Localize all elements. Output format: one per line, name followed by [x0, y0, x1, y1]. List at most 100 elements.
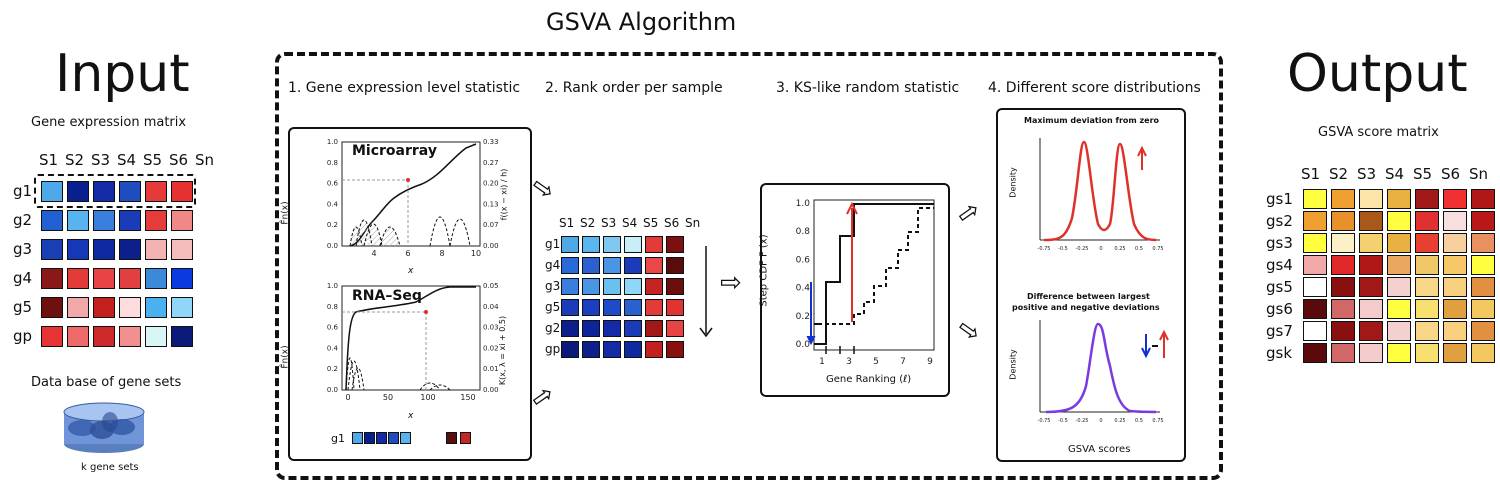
- matrix-cell: [582, 341, 600, 358]
- tick-label: 0.4: [327, 344, 339, 352]
- matrix-cell: [1359, 189, 1383, 209]
- g1-row-label: g1: [331, 432, 345, 445]
- tick-label: 7: [900, 357, 906, 367]
- tick-label: -0.5: [1058, 246, 1068, 252]
- tick-label: 0.75: [1152, 418, 1163, 424]
- matrix-cell: [41, 239, 63, 260]
- matrix-cell: [561, 320, 579, 337]
- tick-label: -0.25: [1076, 246, 1089, 252]
- matrix-cell: [582, 236, 600, 253]
- column-label: S2: [1329, 165, 1349, 183]
- tick-label: 0.05: [483, 282, 499, 290]
- tick-label: 0: [1099, 246, 1102, 252]
- microarray-x-label: x: [408, 266, 414, 276]
- tick-label: 100: [420, 393, 435, 402]
- density-label-top: Density: [1008, 167, 1018, 198]
- tick-label: 0.2: [327, 221, 338, 229]
- difference-title-line1: Difference between largest: [1027, 292, 1150, 301]
- tick-label: 0.13: [483, 200, 499, 208]
- tick-label: 0.01: [483, 365, 499, 373]
- matrix-cell: [1331, 211, 1355, 231]
- matrix-cell: [1471, 255, 1495, 275]
- matrix-cell: [603, 320, 621, 337]
- matrix-cell: [93, 210, 115, 231]
- tick-label: -0.75: [1038, 418, 1051, 424]
- ks-x-label: Gene Ranking (ℓ): [826, 374, 912, 385]
- matrix-cell: [561, 299, 579, 316]
- matrix-cell: [1443, 321, 1467, 341]
- matrix-cell: [67, 181, 89, 202]
- matrix-cell: [603, 236, 621, 253]
- max-deviation-title: Maximum deviation from zero: [1024, 116, 1160, 125]
- matrix-cell: [624, 236, 642, 253]
- matrix-cell: [119, 326, 141, 347]
- matrix-cell: [1443, 277, 1467, 297]
- tick-label: 6: [405, 249, 410, 258]
- column-label: S4: [1385, 165, 1405, 183]
- matrix-cell: [1415, 321, 1439, 341]
- matrix-cell: [41, 297, 63, 318]
- arrow-to-ks: ⇨: [720, 268, 742, 298]
- tick-label: 0.00: [483, 386, 499, 394]
- tick-label: 0.0: [327, 242, 338, 250]
- matrix-cell: [67, 210, 89, 231]
- matrix-cell: [1387, 321, 1411, 341]
- matrix-cell: [645, 236, 663, 253]
- row-label: g3: [545, 279, 561, 293]
- tick-label: 0.4: [796, 284, 811, 294]
- matrix-cell: [119, 239, 141, 260]
- column-label: S6: [664, 216, 680, 230]
- row-label: gs2: [1266, 212, 1293, 230]
- matrix-cell: [603, 278, 621, 295]
- matrix-cell: [1387, 277, 1411, 297]
- tick-label: 0: [1099, 418, 1102, 424]
- matrix-cell: [171, 181, 193, 202]
- matrix-cell: [1471, 189, 1495, 209]
- matrix-cell: [171, 268, 193, 289]
- rnaseq-label: RNA–Seq: [352, 288, 422, 304]
- matrix-cell: [119, 210, 141, 231]
- matrix-cell: [1415, 255, 1439, 275]
- step-1-title: 1. Gene expression level statistic: [288, 80, 521, 96]
- matrix-cell: [67, 239, 89, 260]
- matrix-cell: [645, 278, 663, 295]
- row-label: gs6: [1266, 300, 1293, 318]
- matrix-cell: [171, 297, 193, 318]
- step-3-title: 3. KS-like random statistic: [776, 80, 960, 96]
- matrix-cell: [67, 326, 89, 347]
- microarray-y-label: F̂n(x): [280, 201, 291, 225]
- column-label: S3: [601, 216, 617, 230]
- matrix-cell: [171, 210, 193, 231]
- tick-label: 0.03: [483, 324, 499, 332]
- matrix-cell: [561, 236, 579, 253]
- row-label: gs4: [1266, 256, 1293, 274]
- matrix-cell: [145, 326, 167, 347]
- matrix-cell: [561, 341, 579, 358]
- matrix-cell: [1415, 189, 1439, 209]
- matrix-cell: [603, 299, 621, 316]
- row-label: g1: [13, 182, 33, 200]
- row-label: g5: [545, 300, 561, 314]
- matrix-cell: [624, 320, 642, 337]
- tick-label: 0.5: [1135, 418, 1143, 424]
- row-label: gs3: [1266, 234, 1293, 252]
- matrix-cell: [145, 239, 167, 260]
- tick-label: 0.27: [483, 159, 499, 167]
- matrix-cell: [1471, 321, 1495, 341]
- row-label: gp: [545, 342, 561, 356]
- matrix-cell: [1303, 233, 1327, 253]
- column-label: S5: [643, 216, 659, 230]
- matrix-cell: [1415, 233, 1439, 253]
- matrix-cell: [1331, 299, 1355, 319]
- matrix-cell: [1359, 299, 1383, 319]
- matrix-cell: [1443, 343, 1467, 363]
- gene-sets-db-label: Data base of gene sets: [31, 375, 182, 390]
- tick-label: 3: [846, 357, 852, 367]
- tick-label: 0: [345, 393, 350, 402]
- matrix-cell: [1303, 277, 1327, 297]
- matrix-cell: [1471, 233, 1495, 253]
- matrix-cell: [645, 341, 663, 358]
- matrix-cell: [93, 181, 115, 202]
- matrix-cell: [1443, 211, 1467, 231]
